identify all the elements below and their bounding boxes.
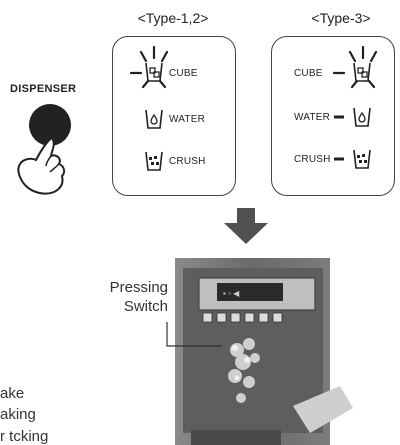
dispenser-label: DISPENSER [10, 83, 77, 95]
water-glass-icon [353, 107, 371, 127]
crush-label: CRUSH [294, 154, 331, 165]
ice-cube-glass-icon [145, 62, 163, 82]
cube-label: CUBE [169, 68, 198, 79]
side-text-line-1: ake [0, 385, 25, 402]
crushed-ice-glass-icon [145, 151, 163, 171]
glow-rays-icon [332, 45, 378, 161]
side-text-line-3: r tcking [0, 428, 49, 445]
control-panel-type-3: CUBE WATER CRUSH [271, 36, 395, 196]
water-glass-icon [145, 109, 163, 129]
water-label: WATER [294, 112, 330, 123]
control-panel-type-1-2: CUBE WATER CRUSH [112, 36, 236, 196]
crushed-ice-glass-icon [353, 149, 371, 169]
dispenser-photo: ▪ ▫ ◀ [175, 258, 353, 445]
pressing-switch-line-1: Pressing [109, 279, 168, 296]
pressing-finger-icon [17, 104, 71, 195]
svg-text:▪ ▫ ◀: ▪ ▫ ◀ [223, 289, 240, 298]
ice-cube-glass-icon [353, 62, 371, 82]
type-1-2-title: <Type-1,2> [137, 10, 209, 26]
pressing-switch-line-2: Switch [123, 298, 168, 315]
type-3-title: <Type-3> [311, 10, 371, 26]
pressing-switch-label: Pressing Switch [84, 278, 168, 316]
water-label: WATER [169, 114, 205, 125]
down-arrow-icon [224, 208, 268, 244]
glow-rays-icon [129, 45, 169, 89]
side-text-line-2: aking [0, 406, 36, 423]
crush-label: CRUSH [169, 156, 206, 167]
cube-label: CUBE [294, 68, 323, 79]
